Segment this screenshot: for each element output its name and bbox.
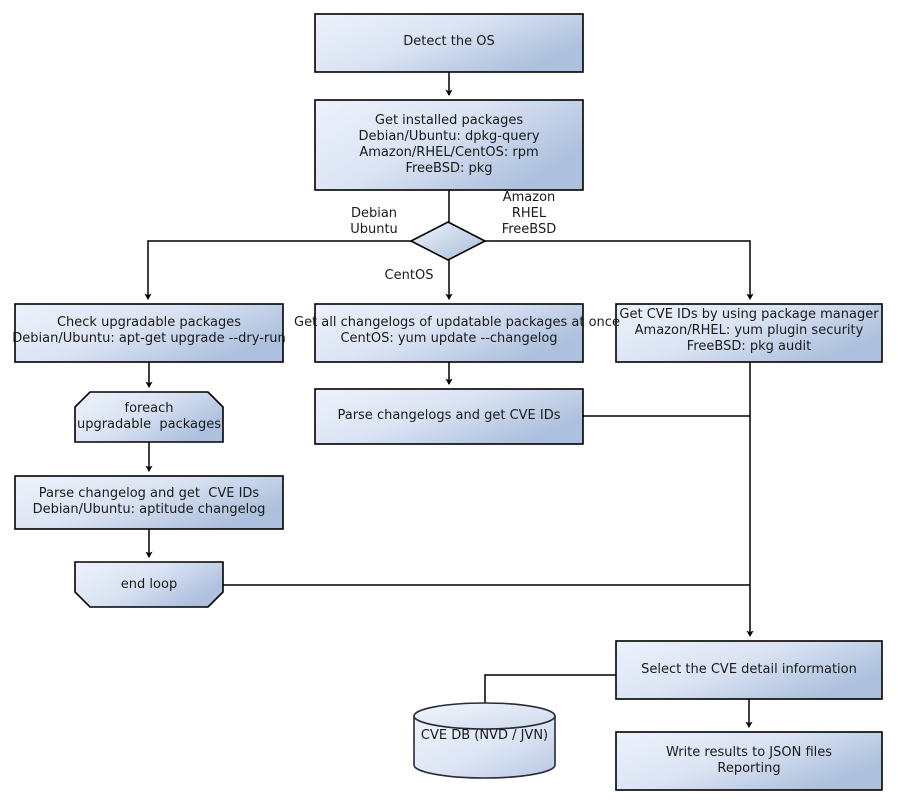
edge-label-centos: CentOS [384,268,434,283]
node-os-decision[interactable] [409,221,487,261]
edge-label-amazon-rhel-freebsd: Amazon RHEL FreeBSD [501,190,557,237]
edge-decision-to-check-upgradable [144,240,411,300]
node-parse-changelog-debian[interactable] [14,475,284,530]
edge-label-debian-ubuntu: Debian Ubuntu [350,206,398,237]
edge-select-to-database [484,674,616,712]
node-get-all-changelogs[interactable] [314,303,584,363]
node-cve-database[interactable] [413,702,556,779]
node-write-results[interactable] [615,731,883,791]
node-check-upgradable[interactable] [14,303,284,363]
cylinder-body [413,715,556,779]
node-get-installed-packages[interactable] [314,99,584,191]
node-get-cve-ids-pkgmgr[interactable] [615,303,883,363]
node-foreach-loop-start[interactable] [74,391,224,443]
node-parse-changelogs-centos[interactable] [314,388,584,445]
cylinder-top [413,702,556,730]
edge-decision-to-cve-pkgmgr [485,240,754,300]
node-detect-os[interactable] [314,13,584,73]
node-end-loop[interactable] [74,561,224,608]
node-select-cve-detail[interactable] [615,640,883,700]
